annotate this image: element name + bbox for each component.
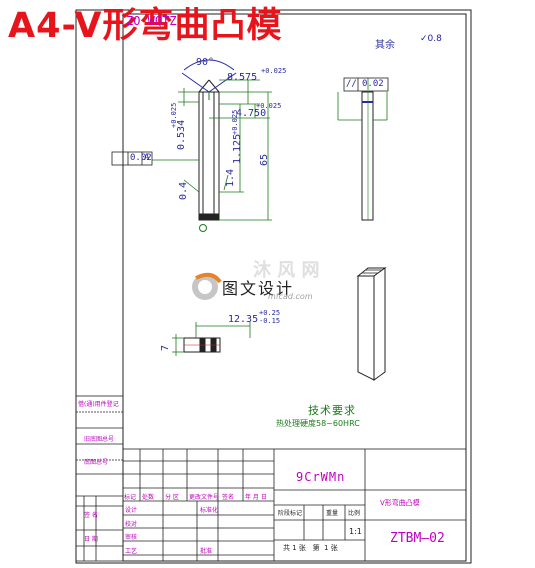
parallelism-frame	[343, 77, 389, 92]
row-label-count: 处数	[142, 494, 155, 501]
parallelism-tolerance: 0.02	[362, 79, 384, 89]
stage-label-weight: 重量	[326, 510, 339, 517]
parallelism-symbol: //	[346, 79, 357, 89]
title-block	[122, 448, 467, 562]
watermark-text: 图文设计	[222, 279, 295, 298]
row-label-sign: 签名	[222, 494, 235, 501]
left-label-5: 日 期	[84, 536, 98, 543]
surface-finish-note: 其余	[375, 40, 395, 51]
inner-border	[122, 13, 467, 562]
top-width-tolerance: +0.025	[261, 67, 287, 75]
roughness-right: 1.4	[225, 168, 236, 187]
mid-label-approve: 批准	[200, 548, 213, 555]
left-label-3: 底图总号	[84, 459, 109, 466]
top-width-dimension: 8.575	[227, 72, 258, 83]
technical-requirements-title: 技术要求	[308, 404, 356, 417]
sign-label-process: 工艺	[125, 548, 138, 555]
left-label-4: 签 名	[84, 512, 98, 519]
roughness-value: 0.8	[427, 34, 442, 44]
bottom-height-dimension: 7	[160, 344, 171, 351]
sign-label-review: 审核	[125, 534, 138, 541]
left-height-tolerance: +0.025	[170, 102, 178, 128]
front-view	[181, 59, 237, 221]
iso-front-face	[357, 275, 375, 381]
front-view-body	[198, 91, 220, 221]
surface-roughness-symbol: ✓0.8	[420, 34, 442, 44]
bottom-width-dimension: 12.35	[228, 314, 259, 325]
row-label-date: 年 月 日	[245, 494, 267, 501]
drawing-title: A4-V形弯曲凸模	[8, 6, 283, 46]
roughness-check-icon: ✓	[420, 34, 428, 44]
datum-symbol	[199, 224, 207, 232]
svg-text:沐 风 网: 沐 风 网	[253, 259, 320, 281]
side-view	[361, 91, 374, 221]
bottom-width-tolerance-lower: -0.15	[259, 317, 281, 325]
total-height-dimension: 65	[259, 153, 270, 166]
outer-border	[75, 9, 472, 564]
mid-height-dimension: 1.125	[232, 133, 243, 164]
bottom-width-tolerance: +0.25	[259, 309, 281, 317]
sign-label-check: 校对	[125, 521, 138, 528]
mid-height-tolerance: +0.025	[231, 109, 239, 135]
sheet-info: 共 1 张 第 1 张	[283, 544, 338, 552]
sign-label-design: 设计	[125, 507, 138, 514]
row-label-zone: 分 区	[165, 494, 179, 501]
stage-label-scale: 比例	[348, 510, 361, 517]
parallelism-leader	[337, 78, 388, 121]
roughness-left: 0.4	[178, 181, 189, 200]
front-view-base	[198, 213, 220, 221]
watermark-subtext: mfcad.com	[268, 292, 313, 301]
watermark-logo: 沐 风 网	[192, 259, 320, 300]
mid-label-standard: 标准化	[200, 507, 219, 514]
row-label-mark: 标记	[124, 494, 137, 501]
front-view-dimension-lines	[152, 79, 272, 221]
drawing-code: ZTBM—02	[390, 531, 445, 546]
left-label-1: 借(通)用件登记	[78, 401, 119, 408]
width-dimension: 4.750	[236, 108, 267, 119]
side-view-body	[361, 91, 374, 221]
width-tolerance: +0.025	[256, 102, 282, 110]
part-name: V形弯曲凸模	[380, 499, 420, 507]
scale-value: 1:1	[349, 527, 362, 536]
drawing-number: ZO-WQTZ	[126, 14, 177, 28]
datum-frame-tolerance: 0.02	[130, 153, 152, 163]
material-value: 9CrWMn	[296, 470, 346, 484]
bottom-view	[183, 337, 221, 353]
datum-frame	[111, 151, 153, 166]
left-label-2: 旧底图总号	[84, 436, 115, 443]
stage-label-mark: 阶段标记	[278, 510, 303, 517]
bottom-view-dimension-lines	[172, 322, 251, 356]
row-label-change: 更改文件号	[189, 494, 220, 501]
angle-dimension: 90°	[196, 57, 215, 68]
isometric-view	[356, 267, 387, 381]
technical-requirements-line: 热处理硬度58~60HRC	[276, 419, 360, 428]
datum-frame-letter: A	[144, 153, 150, 163]
iso-side-face	[373, 267, 386, 381]
